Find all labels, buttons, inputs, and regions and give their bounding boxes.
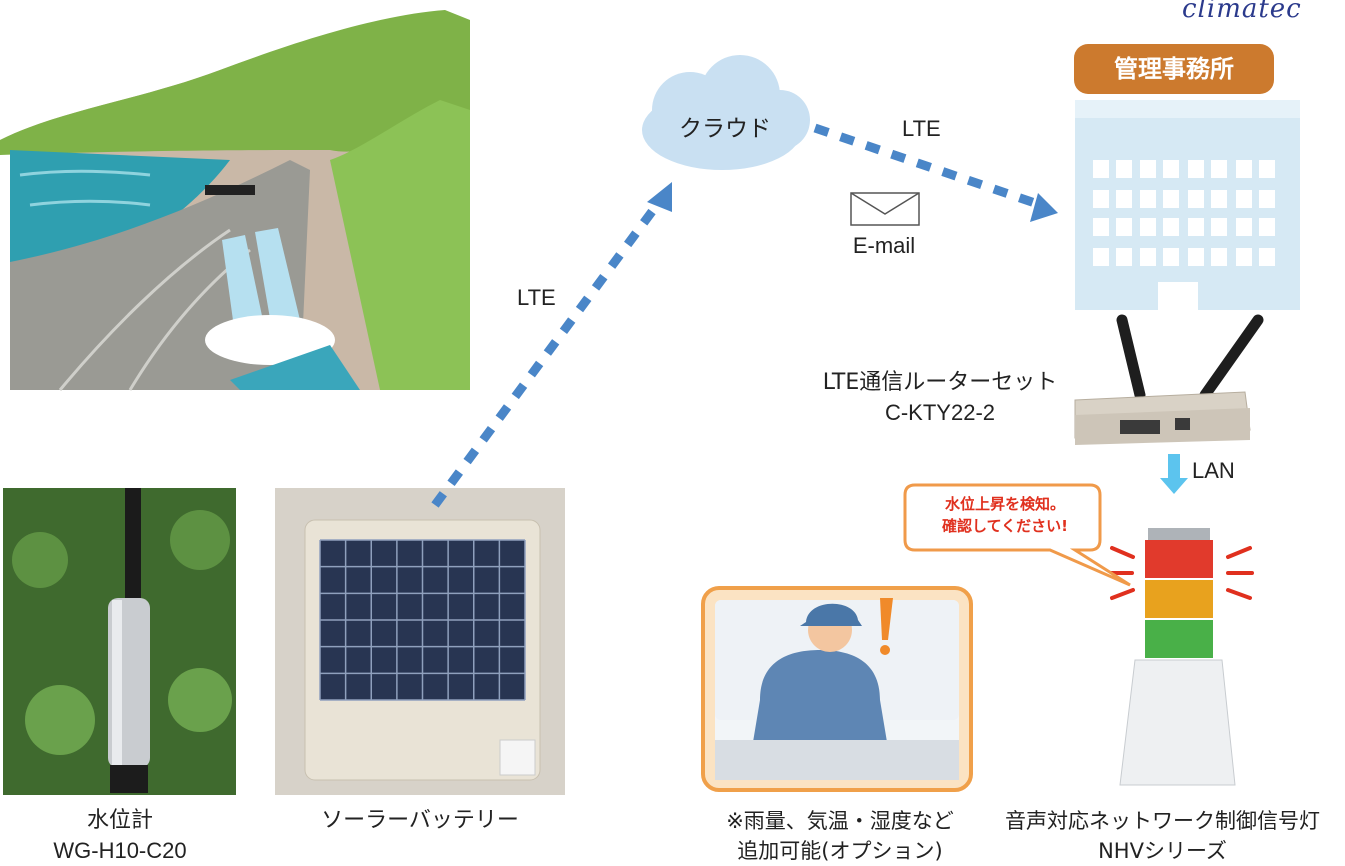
lte-office-arrowhead xyxy=(1030,193,1058,222)
window xyxy=(1259,218,1275,236)
lte-uplink-arrow xyxy=(431,195,666,508)
window xyxy=(1093,160,1109,178)
office-building xyxy=(1075,100,1300,310)
alert-speech-bubble xyxy=(903,483,1131,587)
water-level-sensor-photo xyxy=(3,488,236,795)
window xyxy=(1259,248,1275,266)
window xyxy=(1093,190,1109,208)
window xyxy=(1140,160,1156,178)
lan-label: LAN xyxy=(1192,458,1235,483)
window xyxy=(1259,160,1275,178)
window xyxy=(1140,218,1156,236)
option-line2: 追加可能(オプション) xyxy=(737,839,943,863)
window xyxy=(1188,218,1204,236)
window xyxy=(1236,190,1252,208)
window xyxy=(1163,160,1179,178)
window xyxy=(1188,248,1204,266)
worker-illustration xyxy=(701,586,973,792)
window xyxy=(1116,248,1132,266)
email-label: E-mail xyxy=(852,233,916,258)
solar-battery-photo xyxy=(275,488,565,795)
envelope-icon xyxy=(850,192,920,226)
cloud-label: クラウド xyxy=(679,116,771,142)
lte-right-label: LTE xyxy=(902,116,941,141)
window xyxy=(1259,190,1275,208)
alert-bubble-line1: 水位上昇を検知。 xyxy=(944,495,1065,513)
office-badge: 管理事務所 xyxy=(1074,44,1274,94)
window xyxy=(1140,190,1156,208)
window xyxy=(1236,160,1252,178)
signal-name: 音声対応ネットワーク制御信号灯 xyxy=(1005,809,1320,833)
window xyxy=(1236,218,1252,236)
signal-series: NHVシリーズ xyxy=(1098,839,1227,863)
dam-illustration xyxy=(0,10,470,391)
window xyxy=(1211,160,1227,178)
window xyxy=(1188,190,1204,208)
window xyxy=(1093,248,1109,266)
window xyxy=(1236,248,1252,266)
cloud-shape xyxy=(642,55,810,170)
router-model: C-KTY22-2 xyxy=(884,400,996,425)
option-line1: ※雨量、気温・湿度など xyxy=(726,809,954,833)
lte-left-label: LTE xyxy=(517,285,556,310)
lte-router xyxy=(1074,314,1264,445)
router-name: LTE通信ルーターセット xyxy=(822,370,1058,395)
solar-grid xyxy=(319,539,526,701)
window xyxy=(1211,218,1227,236)
window xyxy=(1211,248,1227,266)
window xyxy=(1163,190,1179,208)
window xyxy=(1140,248,1156,266)
sensor-model: WG-H10-C20 xyxy=(53,838,187,863)
window xyxy=(1093,218,1109,236)
building-windows xyxy=(1093,160,1275,266)
window xyxy=(1116,190,1132,208)
brand-logo: climatec xyxy=(1182,0,1302,24)
window xyxy=(1211,190,1227,208)
signal-tower xyxy=(1119,528,1236,786)
window xyxy=(1163,248,1179,266)
lte-uplink-arrowhead xyxy=(647,182,672,212)
solar-label: ソーラーバッテリー xyxy=(321,808,519,833)
alarm-rays xyxy=(1108,546,1254,600)
window xyxy=(1116,160,1132,178)
sensor-name: 水位計 xyxy=(86,808,153,833)
window xyxy=(1163,218,1179,236)
window xyxy=(1116,218,1132,236)
lan-arrow xyxy=(1160,454,1188,494)
lte-office-arrow xyxy=(813,123,1037,208)
window xyxy=(1188,160,1204,178)
alert-bubble-line2: 確認してください! xyxy=(942,517,1068,535)
